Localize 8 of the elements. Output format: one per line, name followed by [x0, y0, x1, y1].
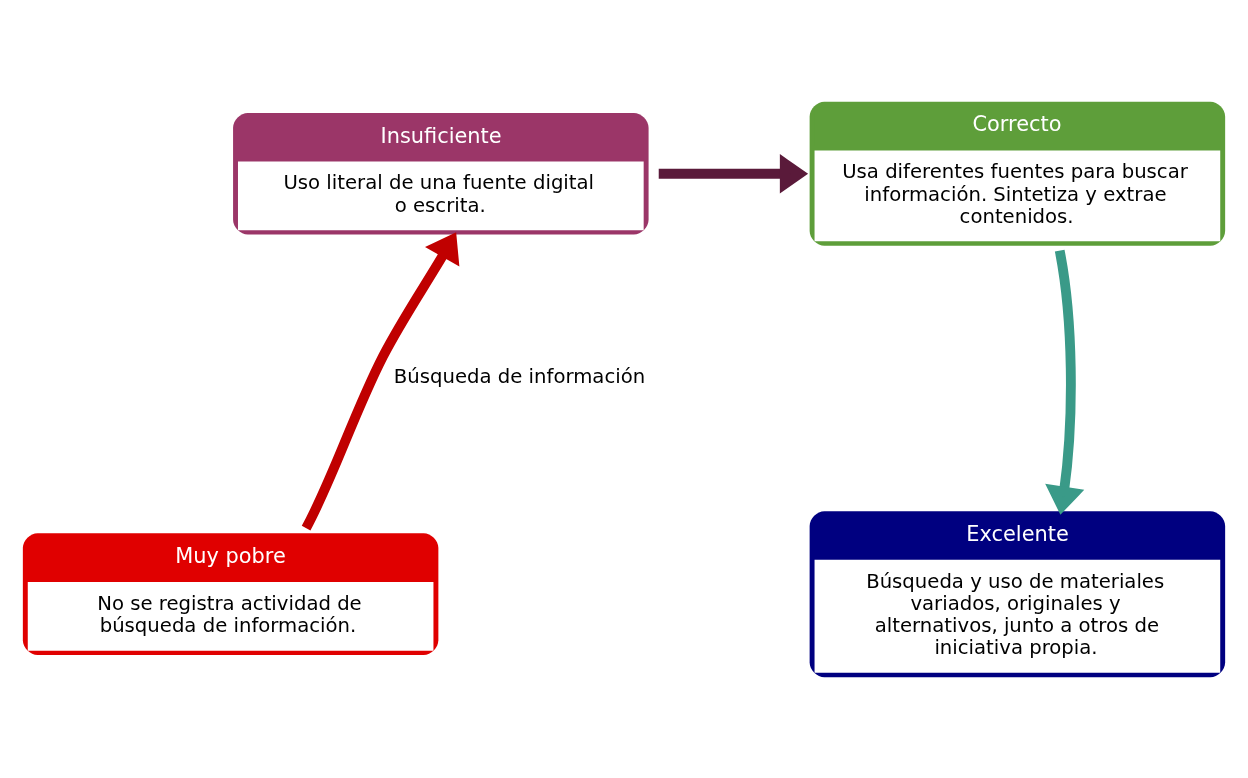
label: Búsqueda de información: [393, 364, 646, 388]
node-box: Correcto Usa diferentes fuentes para buscar información. Sintetiza y extrae contenidos.: [809, 101, 1226, 246]
arrow: [301, 231, 460, 530]
arrow: [1045, 249, 1085, 515]
node-box: Muy pobre No se registra actividad de búsqueda de información.: [22, 532, 439, 655]
arrow: [658, 153, 809, 193]
node-box: Excelente Búsqueda y uso de materiales variados, originales y alternativos, junto a otros de iniciativa propia.: [809, 510, 1226, 677]
node-box: Insuficiente Uso literal de una fuente digital o escrita.: [233, 112, 649, 235]
